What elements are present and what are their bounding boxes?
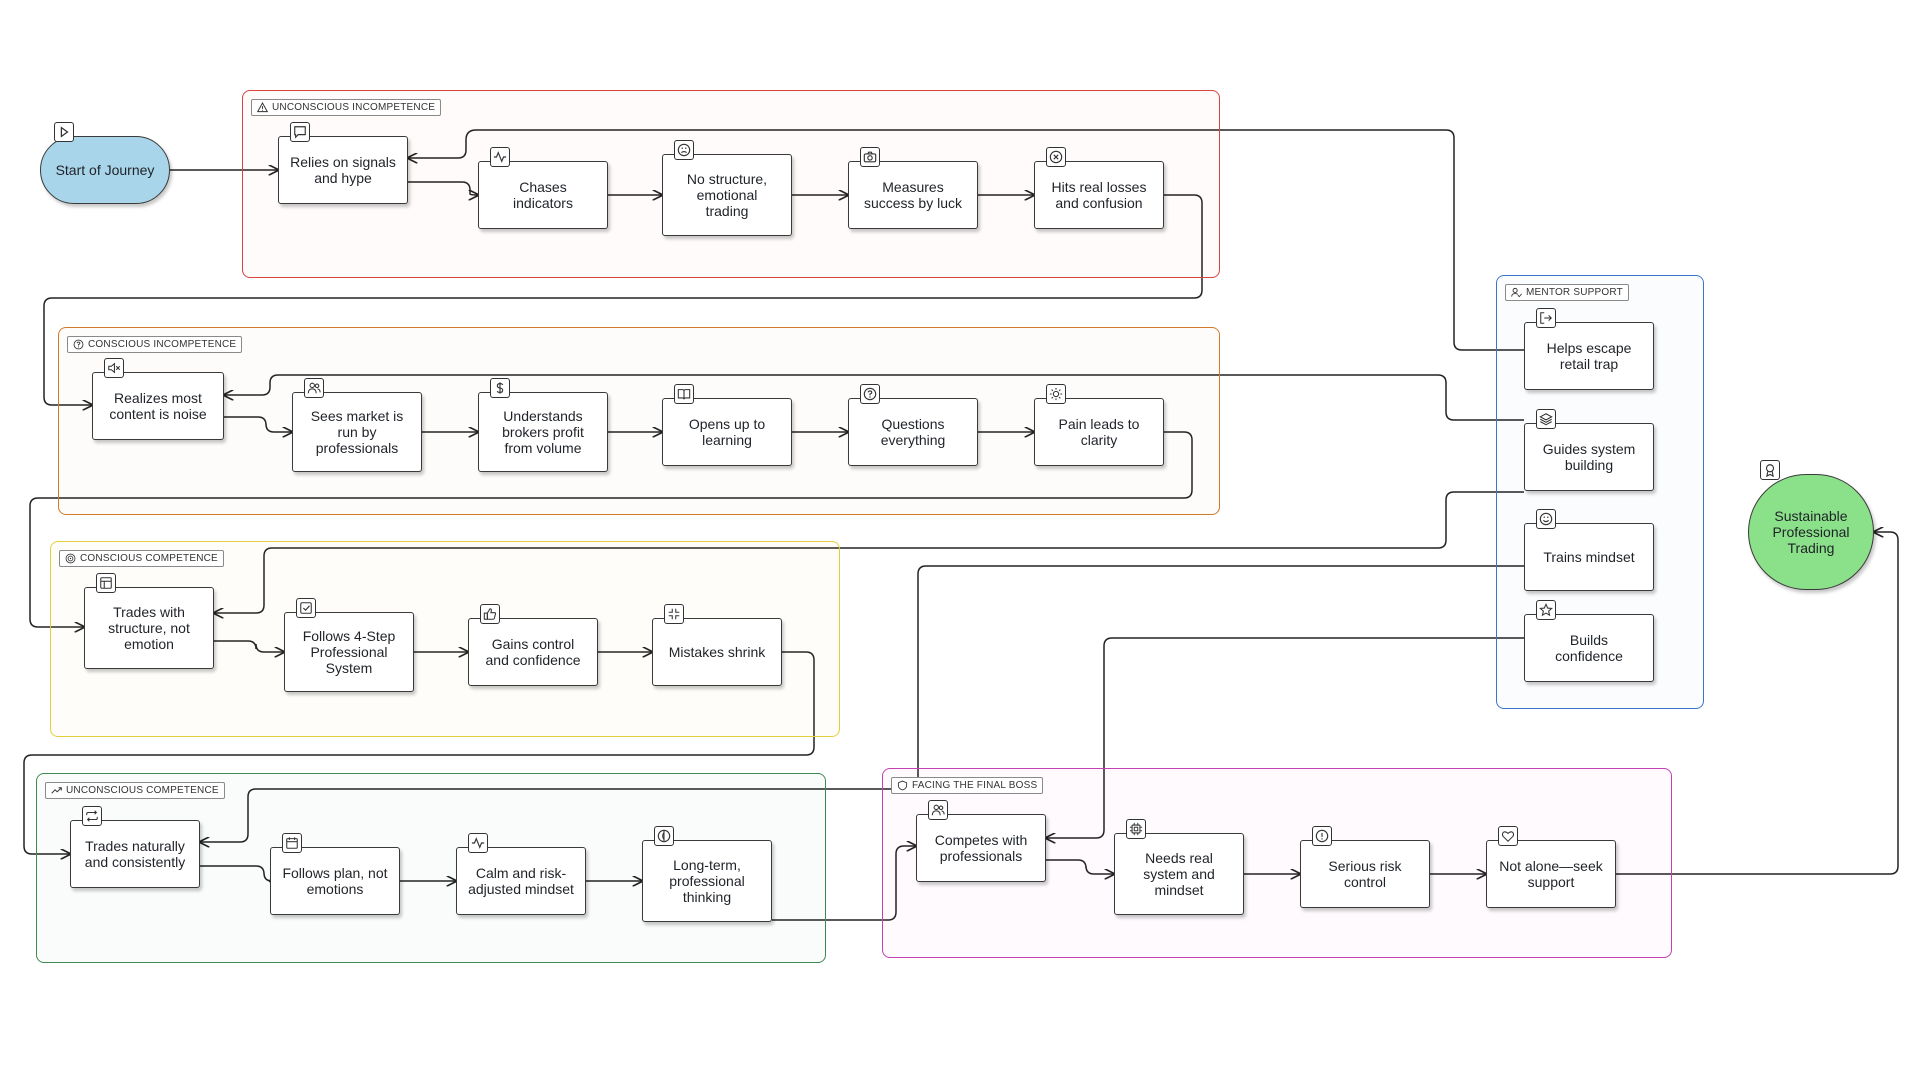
help-circle-icon (860, 384, 880, 404)
trending-up-icon (51, 787, 62, 794)
group-title: UNCONSCIOUS INCOMPETENCE (251, 99, 442, 116)
group-title: CONSCIOUS COMPETENCE (59, 550, 224, 567)
book-icon (674, 384, 694, 404)
node-follows-4-step[interactable]: Follows 4-Step Professional System (284, 612, 414, 692)
cpu-icon (1126, 819, 1146, 839)
node-serious-risk-control[interactable]: Serious risk control (1300, 840, 1430, 908)
group-conscious-competence: CONSCIOUS COMPETENCE (50, 541, 840, 737)
activity-icon (490, 147, 510, 167)
group-unconscious-competence: UNCONSCIOUS COMPETENCE (36, 773, 826, 963)
node-calm-risk-adjusted[interactable]: Calm and risk- adjusted mindset (456, 847, 586, 915)
node-trades-with-structure[interactable]: Trades with structure, not emotion (84, 587, 214, 669)
alert-circle-icon (1312, 826, 1332, 846)
node-relies-on-signals[interactable]: Relies on signals and hype (278, 136, 408, 204)
group-title: MENTOR SUPPORT (1505, 284, 1629, 301)
layers-icon (1536, 409, 1556, 429)
log-out-icon (1536, 308, 1556, 328)
node-guides-system[interactable]: Guides system building (1524, 423, 1654, 491)
message-icon (290, 122, 310, 142)
node-mistakes-shrink[interactable]: Mistakes shrink (652, 618, 782, 686)
play-icon (54, 122, 74, 142)
users-icon (304, 378, 324, 398)
node-pain-clarity[interactable]: Pain leads to clarity (1034, 398, 1164, 466)
dollar-icon (490, 378, 510, 398)
repeat-icon (82, 806, 102, 826)
node-competes-professionals[interactable]: Competes with professionals (916, 814, 1046, 882)
layout-icon (96, 573, 116, 593)
node-brokers-profit[interactable]: Understands brokers profit from volume (478, 392, 608, 472)
shrink-icon (664, 604, 684, 624)
camera-icon (860, 147, 880, 167)
node-needs-real-system[interactable]: Needs real system and mindset (1114, 833, 1244, 915)
node-long-term-thinking[interactable]: Long-term, professional thinking (642, 840, 772, 922)
volume-off-icon (104, 358, 124, 378)
shield-icon (897, 780, 908, 791)
activity-icon (468, 833, 488, 853)
node-sees-market[interactable]: Sees market is run by professionals (292, 392, 422, 472)
thumbs-up-icon (480, 604, 500, 624)
group-mentor-support: MENTOR SUPPORT (1496, 275, 1704, 709)
group-conscious-incompetence: CONSCIOUS INCOMPETENCE (58, 327, 1220, 515)
star-icon (1536, 600, 1556, 620)
node-measures-success[interactable]: Measures success by luck (848, 161, 978, 229)
end-node[interactable]: Sustainable Professional Trading (1748, 474, 1874, 590)
start-node[interactable]: Start of Journey (40, 136, 170, 204)
node-follows-plan[interactable]: Follows plan, not emotions (270, 847, 400, 915)
check-square-icon (296, 598, 316, 618)
calendar-icon (282, 833, 302, 853)
user-check-icon (1511, 287, 1522, 298)
node-gains-control[interactable]: Gains control and confidence (468, 618, 598, 686)
smile-icon (1536, 509, 1556, 529)
help-circle-icon (73, 339, 84, 350)
group-title: CONSCIOUS INCOMPETENCE (67, 336, 243, 353)
award-icon (1760, 460, 1780, 480)
node-trains-mindset[interactable]: Trains mindset (1524, 523, 1654, 591)
target-icon (65, 553, 76, 564)
heart-icon (1498, 826, 1518, 846)
node-hits-real-losses[interactable]: Hits real losses and confusion (1034, 161, 1164, 229)
node-realizes-noise[interactable]: Realizes most content is noise (92, 372, 224, 440)
node-trades-naturally[interactable]: Trades naturally and consistently (70, 820, 200, 888)
group-title: UNCONSCIOUS COMPETENCE (45, 782, 225, 799)
group-title: FACING THE FINAL BOSS (891, 777, 1044, 794)
node-opens-learning[interactable]: Opens up to learning (662, 398, 792, 466)
node-builds-confidence[interactable]: Builds confidence (1524, 614, 1654, 682)
node-helps-escape[interactable]: Helps escape retail trap (1524, 322, 1654, 390)
frown-icon (674, 140, 694, 160)
node-questions-everything[interactable]: Questions everything (848, 398, 978, 466)
node-no-structure[interactable]: No structure, emotional trading (662, 154, 792, 236)
group-facing-final-boss: FACING THE FINAL BOSS (882, 768, 1672, 958)
warning-icon (257, 102, 268, 113)
x-circle-icon (1046, 147, 1066, 167)
group-unconscious-incompetence: UNCONSCIOUS INCOMPETENCE (242, 90, 1220, 278)
compass-icon (654, 826, 674, 846)
users-icon (928, 800, 948, 820)
node-not-alone[interactable]: Not alone—seek support (1486, 840, 1616, 908)
node-chases-indicators[interactable]: Chases indicators (478, 161, 608, 229)
sun-icon (1046, 384, 1066, 404)
